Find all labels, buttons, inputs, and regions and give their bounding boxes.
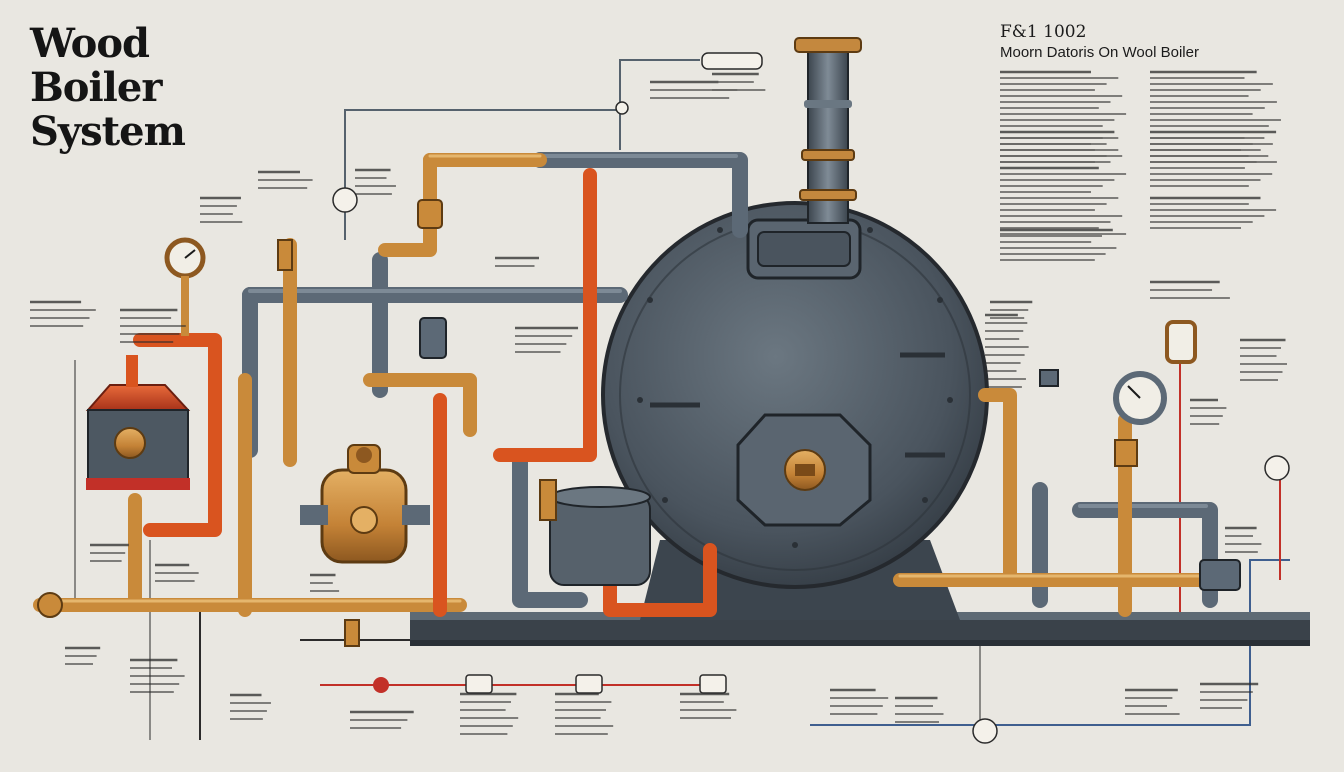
- expansion-tank: [85, 355, 191, 490]
- header-subtitle: Moorn Datoris On Wool Boiler: [1000, 44, 1199, 61]
- page-title: Wood Boiler System: [30, 20, 186, 155]
- brass-pipe-highlights: [38, 154, 1232, 603]
- red-indicator: [373, 677, 389, 693]
- pressure-gauge-icon: [1165, 320, 1197, 364]
- valve-icon: [37, 199, 1138, 647]
- pressure-gauge-icon: [164, 237, 206, 336]
- chimney: [794, 37, 862, 224]
- title-line-1: Wood: [30, 20, 150, 67]
- pressure-gauge-icon: [1113, 371, 1167, 425]
- header-code: F&1 1002: [1000, 22, 1087, 42]
- boiler-tank: [601, 201, 989, 620]
- title-line-2: Boiler: [30, 64, 162, 111]
- inline-tags: [332, 52, 1290, 744]
- valve-icon: [419, 317, 1241, 591]
- circulation-pump: [549, 486, 651, 586]
- title-line-3: System: [30, 108, 186, 155]
- brass-tank: [300, 444, 430, 564]
- steel-pipe-highlights: [248, 154, 1208, 508]
- annotation-blocks: [30, 70, 1287, 735]
